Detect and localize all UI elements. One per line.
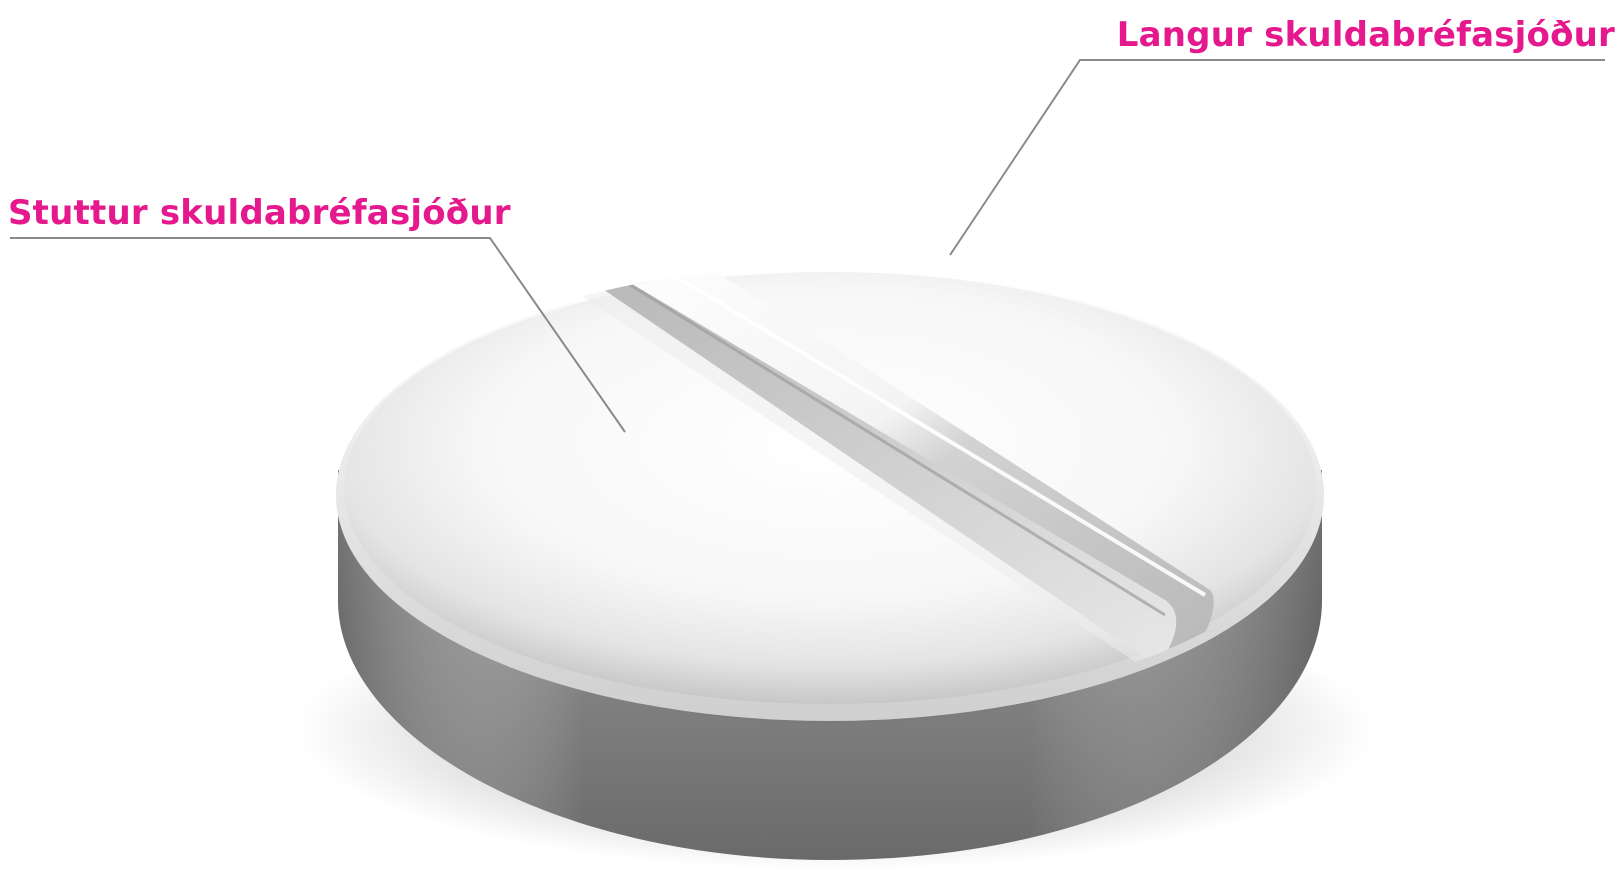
label-short-bond-fund: Stuttur skuldabréfasjóður [8, 196, 511, 230]
label-long-bond-fund: Langur skuldabréfasjóður [1117, 18, 1615, 52]
leader-line-long [950, 60, 1605, 255]
